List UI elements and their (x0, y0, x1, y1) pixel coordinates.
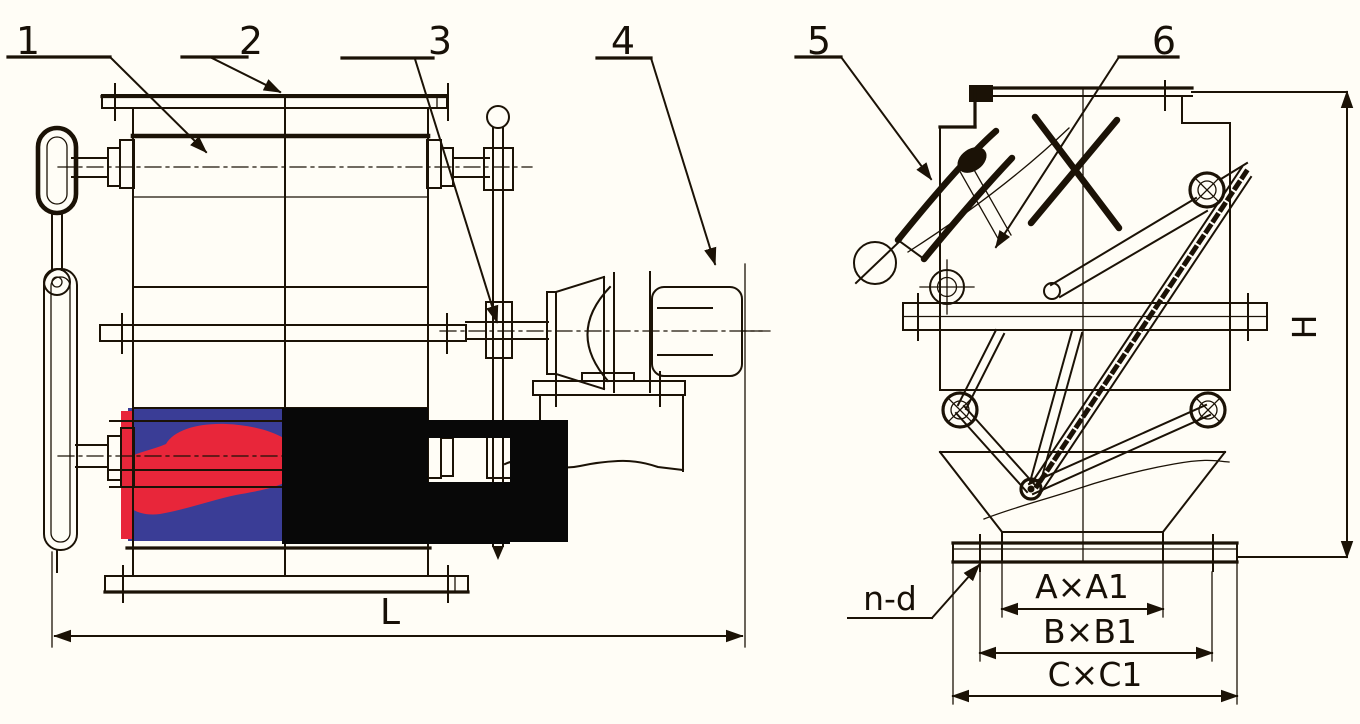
outlet-flange (951, 534, 1239, 572)
dimension-B: B×B1 (978, 571, 1214, 662)
side-tie-bar (99, 313, 467, 354)
overlay-black-4 (510, 420, 568, 542)
left-view-black-overlays (282, 408, 568, 544)
shell-outline (938, 80, 1231, 563)
adjusting-rod (483, 105, 514, 560)
callout-1: 1 (6, 19, 208, 154)
dimension-L-label: L (380, 592, 400, 633)
upper-right-link (1043, 161, 1249, 300)
dimension-C-label: C×C1 (1048, 655, 1143, 694)
right-view-front (853, 80, 1268, 572)
bolt-holes-label: n-d (863, 579, 917, 618)
centerlines (57, 166, 771, 457)
dimension-C: C×C1 (951, 562, 1239, 705)
left-view-color-overlays-under (121, 408, 300, 541)
callout-4: 4 (595, 19, 717, 266)
hopper-outlet (938, 389, 1231, 563)
left-view-side (35, 83, 771, 603)
shaft-end-bottom-left (75, 427, 135, 488)
center-bar (902, 293, 1268, 341)
overlay-black-1 (282, 408, 428, 544)
shaft-end-top-left (71, 139, 135, 189)
bottom-flange (103, 565, 470, 603)
shaft-end-top-right (426, 139, 490, 189)
dimension-H-label: H (1285, 315, 1324, 340)
bolt-holes-note: n-d (847, 563, 981, 620)
dimension-L: L (51, 263, 746, 648)
dimension-A-label: A×A1 (1035, 567, 1129, 606)
hand-lever (35, 125, 79, 573)
inlet-chute (853, 127, 1070, 285)
top-flange (100, 83, 449, 121)
callout-2: 2 (180, 19, 282, 94)
callout-4-label: 4 (611, 19, 635, 63)
cross-brace (1027, 113, 1123, 232)
callout-3-label: 3 (428, 19, 452, 63)
overlay-black-3 (428, 482, 510, 544)
dimension-A: A×A1 (1000, 562, 1165, 618)
callout-5: 5 (794, 19, 933, 181)
dimension-H: H (1191, 90, 1354, 559)
callout-3: 3 (340, 19, 499, 324)
dimension-B-label: B×B1 (1043, 612, 1137, 651)
crosshair-boss (919, 259, 975, 315)
overlay-black-2 (428, 420, 510, 438)
callout-6: 6 (994, 19, 1180, 249)
